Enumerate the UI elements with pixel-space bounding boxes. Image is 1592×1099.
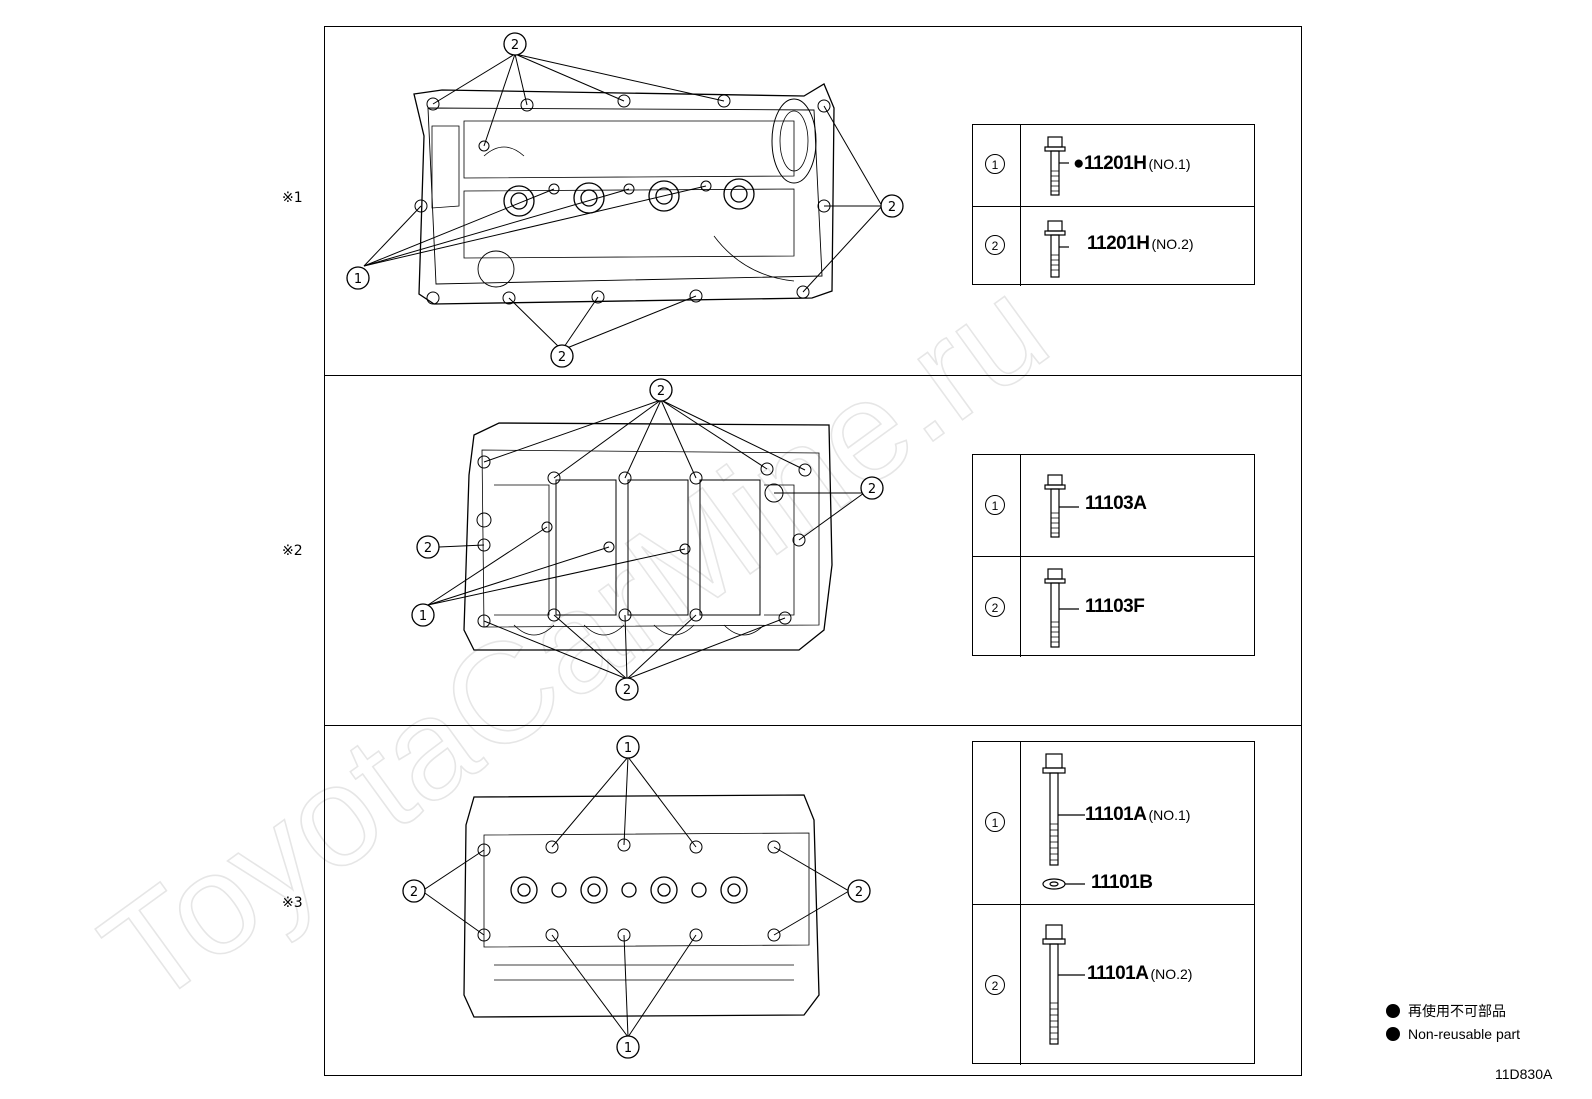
part-num-cell: 2: [973, 557, 1021, 657]
part-row: 1 11103A: [973, 455, 1254, 556]
row-label-2: ※2: [282, 543, 303, 559]
non-reusable-dot-icon: [1386, 1004, 1400, 1018]
part-note: (NO.2): [1150, 966, 1193, 982]
part-num: 1: [985, 154, 1005, 174]
callout-2: 2: [880, 194, 904, 218]
svg-text:2: 2: [855, 885, 863, 900]
part-note: (NO.2): [1151, 236, 1194, 252]
svg-text:1: 1: [624, 1041, 632, 1056]
part-num-cell: 1: [973, 125, 1021, 206]
cylinder-head-drawing: 1 2 2 1: [402, 735, 871, 1059]
callout-2: 2: [847, 879, 871, 903]
part-number: 11103A: [1085, 493, 1147, 514]
part-num: 1: [985, 495, 1005, 515]
part-table-3: 1 11101A(NO.1) 11101B 2: [972, 741, 1255, 1065]
part-number-label: 11101A(NO.2): [1087, 963, 1192, 985]
svg-text:2: 2: [657, 384, 665, 399]
part-table-2: 1 11103A 2 11103F: [972, 454, 1255, 657]
callout-2: 2: [402, 879, 426, 903]
part-table-1: 1 ●11201H(NO.1) 2 11201H(N: [972, 124, 1255, 286]
part-row: 2 11201H(NO.2): [973, 206, 1254, 286]
svg-text:2: 2: [410, 885, 418, 900]
legend-jp-text: 再使用不可部品: [1408, 1003, 1506, 1019]
svg-text:2: 2: [558, 350, 566, 365]
part-row: 1 ●11201H(NO.1): [973, 125, 1254, 206]
part-num-cell: 1: [973, 742, 1021, 904]
svg-text:1: 1: [419, 609, 427, 624]
svg-text:1: 1: [624, 741, 632, 756]
callout-1: 1: [616, 735, 640, 759]
part-row: 1 11101A(NO.1) 11101B: [973, 742, 1254, 904]
legend-jp: 再使用不可部品: [1386, 1001, 1506, 1021]
callout-1: 1: [346, 266, 370, 290]
part-num: 1: [985, 812, 1005, 832]
callout-1: 1: [411, 603, 435, 627]
callout-2: 2: [615, 677, 639, 701]
part-num-cell: 2: [973, 905, 1021, 1065]
row-divider: [324, 375, 1302, 376]
svg-text:2: 2: [424, 541, 432, 556]
svg-text:2: 2: [888, 200, 896, 215]
non-reusable-mark: ●: [1073, 153, 1084, 174]
part-number-label: 11101A(NO.1): [1085, 804, 1190, 826]
flange-bolt-icon: [1044, 136, 1069, 196]
part-note: (NO.1): [1148, 807, 1191, 823]
svg-text:2: 2: [511, 38, 519, 53]
part-num-cell: 2: [973, 207, 1021, 286]
part-number: 11103F: [1085, 596, 1145, 617]
svg-text:1: 1: [354, 272, 362, 287]
cylinder-block-drawing: 2 2 2 1 2: [411, 378, 884, 701]
callout-2: 2: [503, 32, 527, 56]
part-number: 11101A: [1087, 963, 1149, 984]
part-row: 2 11103F: [973, 556, 1254, 657]
flange-bolt-icon: [1044, 568, 1079, 648]
svg-text:2: 2: [868, 482, 876, 497]
legend-en-text: Non-reusable part: [1408, 1026, 1521, 1042]
diagram-frame: [324, 26, 1302, 1076]
head-bolt-icon: [1042, 924, 1085, 1045]
part-row: 2 11101A(NO.2): [973, 904, 1254, 1065]
part-num: 2: [985, 975, 1005, 995]
part-number: 11201H: [1083, 153, 1147, 174]
callout-2: 2: [649, 378, 673, 402]
non-reusable-dot-icon: [1386, 1027, 1400, 1041]
legend-en: Non-reusable part: [1386, 1026, 1520, 1042]
part-number: 11201H: [1087, 233, 1150, 254]
head-bolt-icon: [1042, 753, 1085, 890]
part-num: 2: [985, 235, 1005, 255]
part-number-label: 11201H(NO.2): [1087, 233, 1194, 255]
cylinder-head-cover-drawing: 2 2 2 1: [346, 32, 904, 368]
callout-1: 1: [616, 1035, 640, 1059]
part-num: 2: [985, 597, 1005, 617]
row-divider: [324, 725, 1302, 726]
part-number-label: ●11201H(NO.1): [1073, 153, 1191, 175]
figure-reference: 11D830A: [1495, 1066, 1553, 1082]
flange-bolt-icon: [1044, 474, 1079, 538]
svg-text:2: 2: [623, 683, 631, 698]
part-note: (NO.1): [1148, 156, 1191, 172]
part-number: 11101A: [1085, 804, 1147, 825]
washer-part-number: 11101B: [1091, 872, 1153, 893]
part-num-cell: 1: [973, 455, 1021, 556]
flange-bolt-icon: [1044, 220, 1069, 278]
callout-2: 2: [860, 476, 884, 500]
callout-2: 2: [416, 535, 440, 559]
row-label-1: ※1: [282, 190, 303, 206]
callout-2: 2: [550, 344, 574, 368]
row-label-3: ※3: [282, 895, 303, 911]
